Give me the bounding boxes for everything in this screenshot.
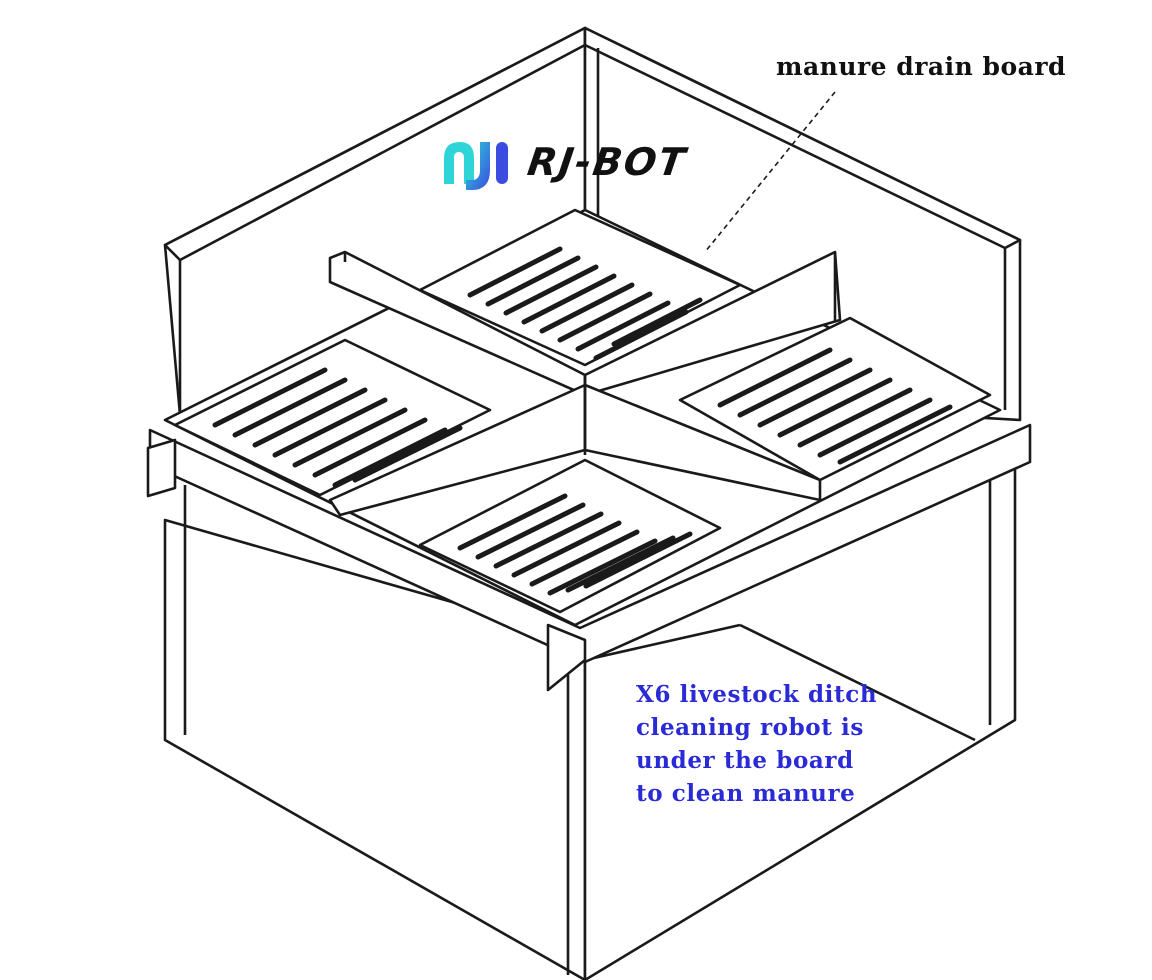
left-rim-end-block — [146, 438, 177, 498]
robot-note-line: to clean manure — [636, 780, 856, 807]
grate-right — [678, 316, 992, 482]
grate-left-slots — [212, 367, 463, 488]
grate-back-slots — [467, 246, 703, 361]
robot-note-line: cleaning robot is — [636, 714, 864, 741]
robot-note-line: X6 livestock ditch — [636, 681, 878, 708]
drain-board-leader-line — [704, 91, 836, 253]
grate-left — [173, 338, 492, 497]
grate-front-slots — [457, 493, 693, 596]
pit-floor-right — [739, 623, 976, 742]
pit-floor-right-2 — [584, 623, 741, 662]
logo-brand-text: RJ-BOT — [524, 140, 690, 184]
robot-note-line: under the board — [636, 747, 854, 774]
front-rim-end-block — [546, 623, 587, 692]
rj-bot-logo: RJ-BOT — [440, 136, 720, 196]
grate-right-slots — [717, 347, 953, 465]
rj-robot-logo-icon — [444, 142, 508, 190]
drain-board-label: manure drain board — [776, 52, 1067, 81]
robot-note-label: X6 livestock ditch cleaning robot is und… — [636, 678, 877, 810]
grate-front — [418, 458, 722, 614]
